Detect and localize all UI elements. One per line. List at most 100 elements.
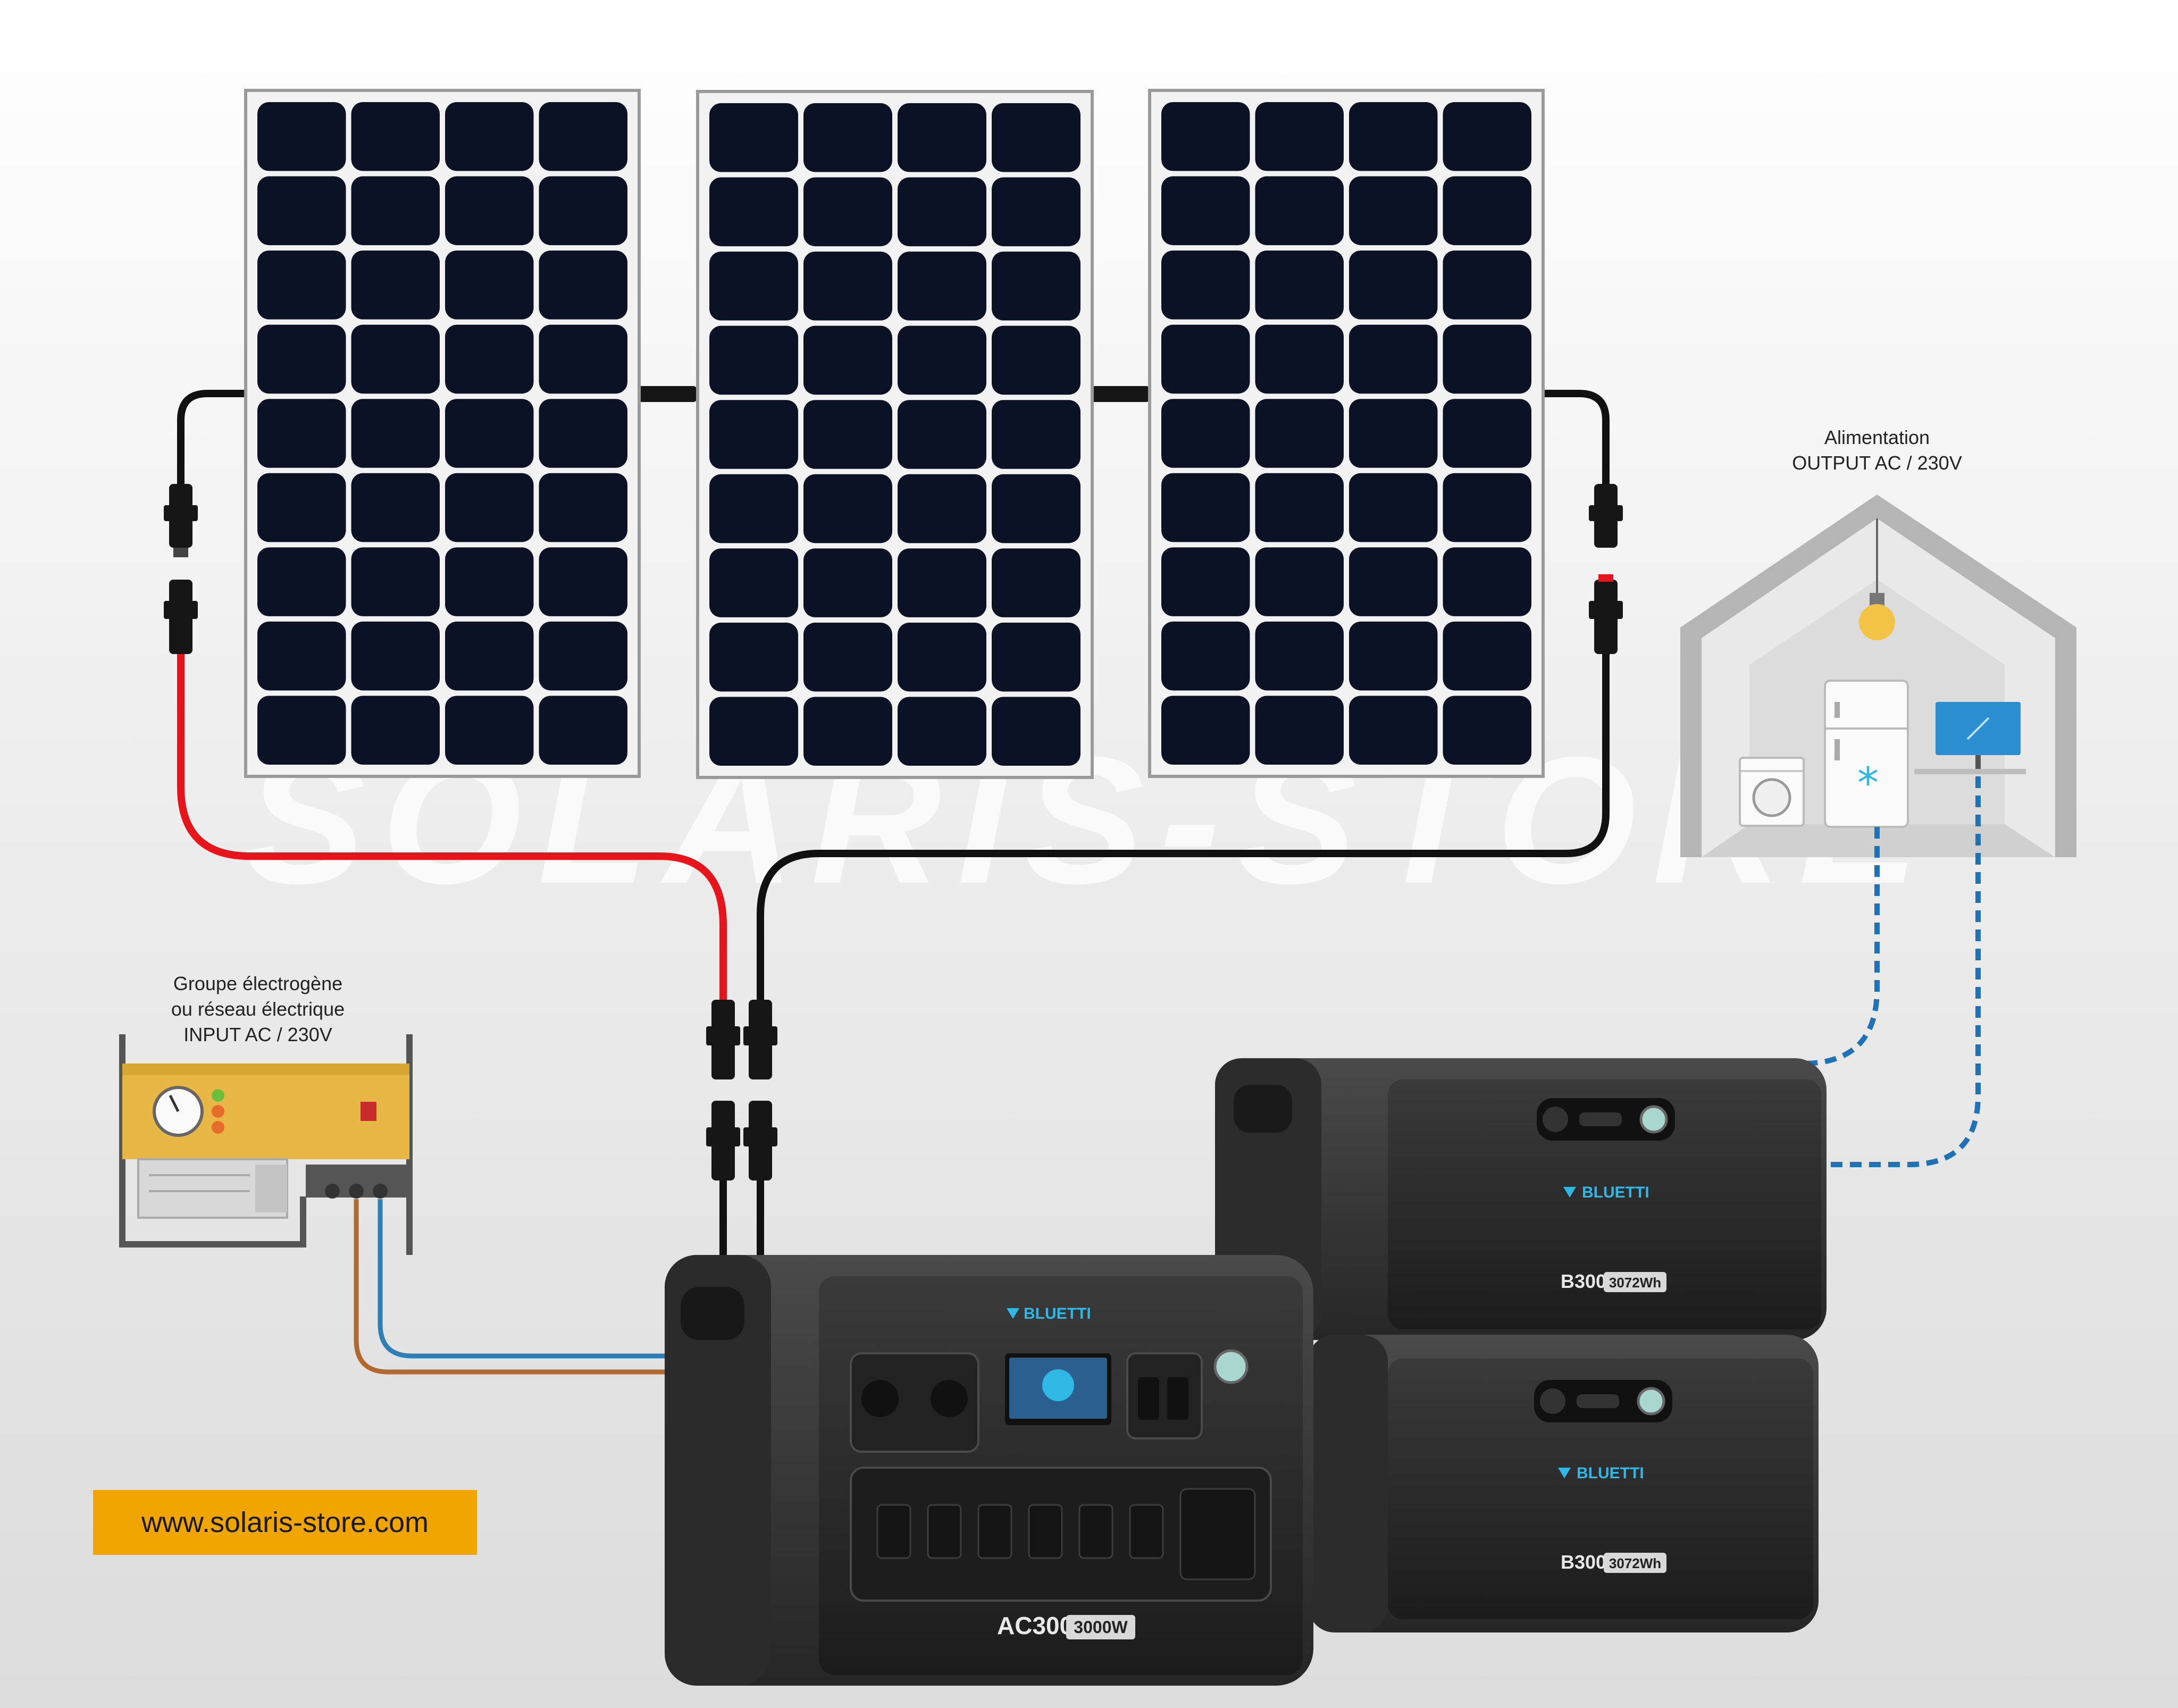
- solar-cell: [445, 621, 534, 691]
- solar-cell: [709, 697, 798, 766]
- generator-label-line3: INPUT AC / 230V: [183, 1024, 332, 1045]
- solar-cell: [351, 102, 440, 171]
- solar-cell: [1161, 324, 1250, 394]
- solar-cell: [1255, 250, 1344, 320]
- solar-cell: [803, 548, 892, 617]
- ac-input-live-cable: [354, 1199, 665, 1375]
- ac300-model: AC300: [997, 1612, 1073, 1639]
- solar-cell: [1255, 547, 1344, 616]
- solar-cell: [1161, 176, 1250, 246]
- b300-battery-top: BLUETTI B300 3072Wh: [1215, 1058, 1827, 1340]
- solar-cell: [351, 621, 440, 691]
- solar-cell: [992, 400, 1080, 469]
- ac300-rating: 3000W: [1074, 1618, 1128, 1637]
- solar-cell: [1161, 473, 1250, 542]
- solar-cell: [1349, 547, 1438, 616]
- solar-cell: [351, 547, 440, 616]
- solar-cell: [1161, 102, 1250, 171]
- solar-cell: [992, 622, 1080, 692]
- solar-cell: [1349, 621, 1438, 691]
- light-bulb-icon: [1859, 593, 1895, 640]
- solar-cell: [803, 697, 892, 766]
- solar-cell: [445, 696, 534, 765]
- output-ac-link: [1802, 827, 1880, 1066]
- washing-machine-icon: [1739, 757, 1805, 827]
- mc4-connector-icon: [706, 1000, 777, 1180]
- solar-cell: [1349, 102, 1438, 171]
- solar-cell: [539, 324, 627, 394]
- solar-cell: [709, 252, 798, 321]
- mc4-connector-icon: [164, 484, 198, 654]
- svg-text:*: *: [1857, 758, 1879, 808]
- solar-cell: [898, 474, 986, 543]
- b300-top-model: B300: [1561, 1270, 1606, 1292]
- solar-cell: [351, 176, 440, 246]
- solar-cell: [445, 324, 534, 394]
- mc4-connector-icon: [638, 386, 1150, 402]
- solar-cell: [898, 622, 986, 692]
- solar-array: [244, 89, 1545, 779]
- house-label-line2: OUTPUT AC / 230V: [1792, 452, 1962, 474]
- solar-cell: [1255, 176, 1344, 246]
- ac300-power-station: BLUETTI AC300 3000W: [665, 1255, 1313, 1686]
- solar-cell: [1349, 473, 1438, 542]
- generator-label-line2: ou réseau électrique: [171, 998, 345, 1020]
- monitor-icon: [1914, 702, 2026, 774]
- b300-bottom-capacity: 3072Wh: [1609, 1555, 1661, 1571]
- solar-cell: [445, 547, 534, 616]
- solar-cell: [1255, 696, 1344, 765]
- solar-cell: [257, 176, 346, 246]
- solar-cell: [539, 176, 627, 246]
- b300-battery-bottom: BLUETTI B300 3072Wh: [1308, 1335, 1819, 1632]
- solar-cell: [539, 473, 627, 542]
- solar-cell: [1161, 399, 1250, 468]
- solar-cell: [1349, 176, 1438, 246]
- solar-cell: [539, 621, 627, 691]
- solar-cell: [709, 474, 798, 543]
- solar-cell: [709, 548, 798, 617]
- solar-cell: [445, 250, 534, 320]
- solar-cell: [351, 250, 440, 320]
- solar-cell: [257, 399, 346, 468]
- positive-cable-top: [177, 390, 245, 489]
- generator-icon: [119, 1034, 413, 1255]
- website-badge[interactable]: www.solaris-store.com: [93, 1490, 477, 1555]
- solar-cell: [1255, 399, 1344, 468]
- solar-cell: [1161, 547, 1250, 616]
- solar-cell: [1161, 621, 1250, 691]
- solar-cell: [1255, 621, 1344, 691]
- solar-cell: [992, 697, 1080, 766]
- solar-cell: [1443, 621, 1531, 691]
- solar-cell: [539, 250, 627, 320]
- solar-cell: [257, 473, 346, 542]
- solar-cell: [351, 399, 440, 468]
- solar-cell: [539, 399, 627, 468]
- solar-cell: [992, 103, 1080, 172]
- b300-bottom-brand: BLUETTI: [1577, 1464, 1644, 1482]
- solar-cell: [1255, 324, 1344, 394]
- solar-cell: [257, 324, 346, 394]
- solar-cell: [539, 547, 627, 616]
- solar-cell: [992, 548, 1080, 617]
- solar-cell: [257, 621, 346, 691]
- positive-cable: [177, 654, 727, 1000]
- solar-cell: [709, 177, 798, 247]
- solar-cell: [1443, 696, 1531, 765]
- ac300-brand: BLUETTI: [1024, 1305, 1091, 1322]
- solar-cell: [539, 102, 627, 171]
- solar-cell: [1349, 250, 1438, 320]
- solar-cell: [803, 400, 892, 469]
- website-link[interactable]: www.solaris-store.com: [141, 1506, 429, 1538]
- solar-cell: [257, 102, 346, 171]
- solar-cell: [1443, 176, 1531, 246]
- solar-cell: [257, 250, 346, 320]
- solar-cell: [992, 325, 1080, 395]
- solar-cell: [709, 103, 798, 172]
- solar-cell: [1443, 102, 1531, 171]
- solar-cell: [898, 697, 986, 766]
- solar-cell: [351, 473, 440, 542]
- solar-cell: [445, 473, 534, 542]
- negative-cable-lower: [757, 649, 1610, 1000]
- solar-cell: [445, 102, 534, 171]
